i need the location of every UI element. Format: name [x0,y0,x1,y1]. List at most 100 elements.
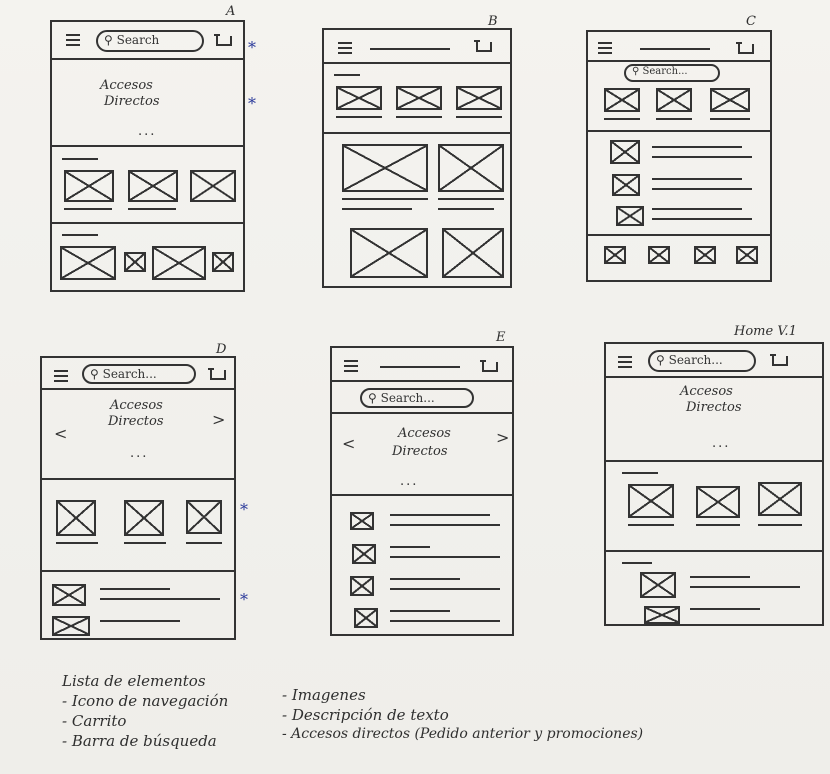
search-bar: ⚲ Search... [648,350,756,372]
hamburger-menu-icon [66,34,80,46]
cart-icon [208,368,226,384]
image-placeholder-icon [152,246,206,280]
hamburger-menu-icon [338,42,352,54]
wireframe-a [50,20,245,292]
cart-icon [474,40,492,56]
list-item: - Carrito [62,712,127,730]
image-placeholder-icon [604,88,640,112]
wireframe-c [586,30,772,282]
wireframe-e [330,346,514,636]
search-icon: ⚲ [104,33,117,47]
image-placeholder-icon [350,576,374,596]
image-placeholder-icon [656,88,692,112]
image-placeholder-icon [696,486,740,518]
shortcuts-subtitle: Directos [686,400,742,415]
image-placeholder-icon [350,228,428,278]
cart-icon [480,360,498,376]
frame-c-label: C [746,14,756,29]
star-mark: * [248,94,256,113]
search-bar: ⚲ Search... [360,388,474,408]
hamburger-menu-icon [618,356,632,368]
image-placeholder-icon [438,144,504,192]
image-placeholder-icon [124,500,164,536]
frame-d-label: D [216,342,227,357]
wireframe-d [40,356,236,640]
image-placeholder-icon [396,86,442,110]
star-mark: * [240,500,248,519]
search-bar: ⚲ Search... [624,64,720,82]
image-placeholder-icon [628,484,674,518]
search-bar: ⚲ Search... [82,364,196,384]
shortcuts-subtitle: Directos [104,94,160,109]
shortcuts-title: Accesos [680,384,733,399]
image-placeholder-icon [456,86,502,110]
image-placeholder-icon [644,606,680,624]
search-icon: ⚲ [368,391,381,405]
image-placeholder-icon [124,252,146,272]
image-placeholder-icon [64,170,114,202]
shortcuts-title: Accesos [100,78,153,93]
shortcuts-subtitle: Directos [392,444,448,459]
frame-a-label: A [226,4,236,19]
image-placeholder-icon [352,544,376,564]
prev-arrow: < [342,434,356,453]
carousel-dots: ... [138,124,157,139]
list-item: Lista de elementos [62,672,206,690]
image-placeholder-icon [736,246,758,264]
image-placeholder-icon [442,228,504,278]
carousel-dots: ... [400,474,419,489]
hamburger-menu-icon [54,370,68,382]
carousel-dots: ... [712,436,731,451]
cart-icon [214,34,232,50]
image-placeholder-icon [758,482,802,516]
image-placeholder-icon [186,500,222,534]
wireframe-home-v1 [604,342,824,626]
image-placeholder-icon [52,584,86,606]
list-item: - Imagenes [282,686,366,704]
frame-e-label: E [496,330,506,345]
image-placeholder-icon [710,88,750,112]
list-item: - Descripción de texto [282,706,449,724]
frame-b-label: B [488,14,498,29]
shortcuts-title: Accesos [110,398,163,413]
star-mark: * [240,590,248,609]
shortcuts-subtitle: Directos [108,414,164,429]
search-icon: ⚲ [632,66,643,77]
shortcuts-title: Accesos [398,426,451,441]
search-bar: ⚲ Search [96,30,204,52]
image-placeholder-icon [648,246,670,264]
image-placeholder-icon [610,140,640,164]
home-v1-label: Home V.1 [734,324,797,339]
prev-arrow: < [54,424,68,443]
image-placeholder-icon [616,206,644,226]
list-item: - Accesos directos (Pedido anterior y pr… [282,726,644,742]
next-arrow: > [212,410,226,429]
next-arrow: > [496,428,510,447]
image-placeholder-icon [604,246,626,264]
cart-icon [736,42,754,58]
image-placeholder-icon [56,500,96,536]
image-placeholder-icon [350,512,374,530]
hamburger-menu-icon [598,42,612,54]
wireframe-b [322,28,512,288]
image-placeholder-icon [128,170,178,202]
image-placeholder-icon [640,572,676,598]
search-icon: ⚲ [90,367,103,381]
list-item: - Icono de navegación [62,692,229,710]
image-placeholder-icon [342,144,428,192]
image-placeholder-icon [612,174,640,196]
list-item: - Barra de búsqueda [62,732,217,750]
star-mark: * [248,38,256,57]
cart-icon [770,354,788,370]
image-placeholder-icon [212,252,234,272]
hamburger-menu-icon [344,360,358,372]
image-placeholder-icon [694,246,716,264]
carousel-dots: ... [130,446,149,461]
image-placeholder-icon [60,246,116,280]
image-placeholder-icon [190,170,236,202]
search-icon: ⚲ [656,353,669,367]
image-placeholder-icon [354,608,378,628]
image-placeholder-icon [336,86,382,110]
image-placeholder-icon [52,616,90,636]
